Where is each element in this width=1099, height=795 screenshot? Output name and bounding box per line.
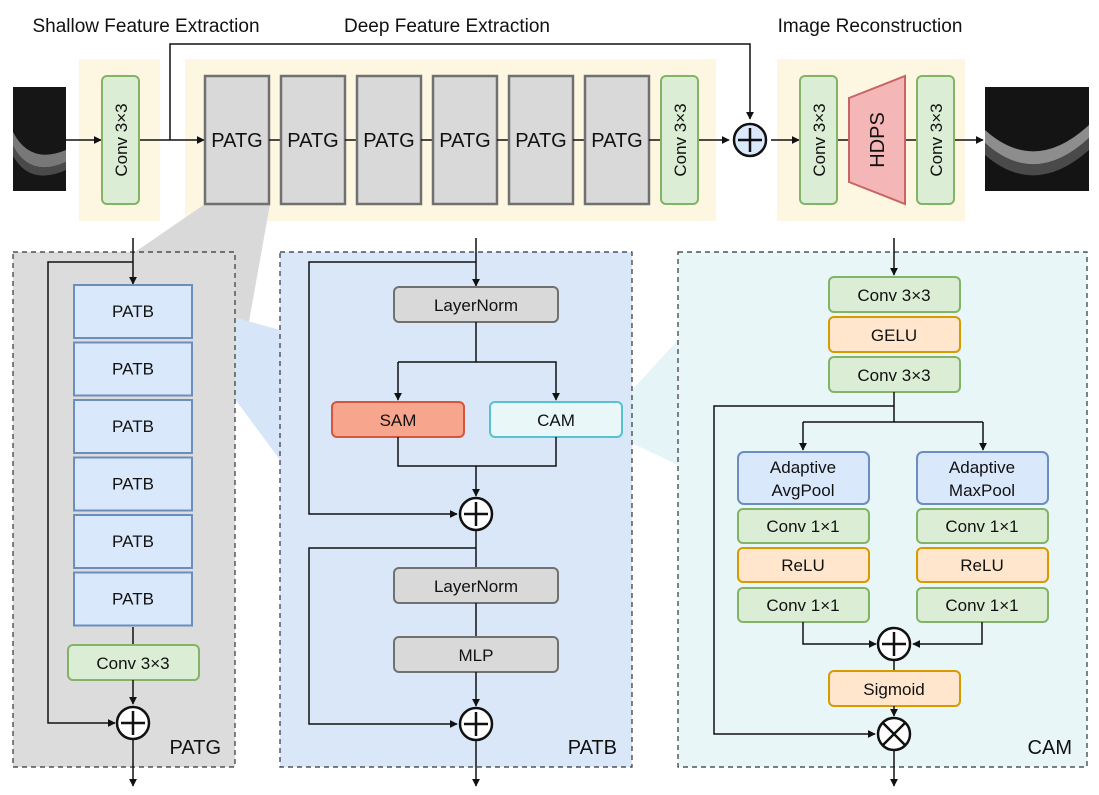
patb-block-5 (73, 514, 193, 569)
recon-conv-1-block (799, 75, 838, 205)
conv1-l2-label: Conv 1×1 (766, 596, 839, 615)
cam-right-to-add (912, 622, 983, 648)
patg-skip (47, 261, 133, 727)
sigmoid-label: Sigmoid (863, 680, 924, 699)
patb-stack: PATB PATB PATB PATB PATB PATB (73, 284, 193, 627)
shallow-title: Shallow Feature Extraction (32, 16, 259, 37)
cam-panel-title: CAM (1028, 737, 1072, 759)
patb-block-1 (73, 284, 193, 339)
patb-panel-title: PATB (568, 737, 617, 759)
conv1-r2-label: Conv 1×1 (945, 596, 1018, 615)
conv1-l1-label: Conv 1×1 (766, 517, 839, 536)
deep-conv-label: Conv 3×3 (671, 103, 690, 176)
cam-conv-b-label: Conv 3×3 (857, 366, 930, 385)
shallow-conv-block (101, 75, 140, 205)
patg-block-label-1: PATG (211, 130, 262, 152)
input-oct-image (13, 87, 66, 191)
gelu-block (828, 316, 961, 353)
patb-block-label-2: PATB (112, 360, 154, 379)
relu-r-block (916, 547, 1049, 583)
patg-block-label-5: PATG (515, 130, 566, 152)
patg-block-label-4: PATG (439, 130, 490, 152)
patb-block-6 (73, 571, 193, 627)
patb-block-3 (73, 399, 193, 454)
patb-block-label-3: PATB (112, 417, 154, 436)
recon-conv-2-label: Conv 3×3 (927, 103, 946, 176)
cam-multiply-icon (876, 716, 912, 752)
cam-conv-a-block (828, 276, 961, 313)
recon-conv-1-label: Conv 3×3 (810, 103, 829, 176)
avgpool-block (737, 451, 870, 505)
deep-conv-block (660, 75, 699, 205)
patb-merge (397, 437, 557, 467)
conv1-l1-block (737, 508, 870, 544)
patb-block-label-6: PATB (112, 590, 154, 609)
patb-block-4 (73, 456, 193, 512)
mlp-label: MLP (459, 646, 494, 665)
patg-block-2 (279, 74, 347, 206)
patg-block-label-2: PATG (287, 130, 338, 152)
shallow-conv-label: Conv 3×3 (112, 103, 131, 176)
global-skip-connection (169, 43, 754, 140)
recon-title: Image Reconstruction (778, 16, 963, 37)
avgpool-label-2: AvgPool (771, 481, 834, 500)
patg-add-icon (115, 705, 151, 741)
patb-layernorm-1-label: LayerNorm (434, 296, 518, 315)
patb-layernorm-2-label: LayerNorm (434, 577, 518, 596)
relu-l-block (737, 547, 870, 583)
patb-block-label-1: PATB (112, 302, 154, 321)
patg-block-1 (203, 74, 271, 206)
avgpool-label-1: Adaptive (770, 458, 836, 477)
patg-panel-title: PATG (170, 737, 221, 759)
patg-block-label-3: PATG (363, 130, 414, 152)
patg-block-label-6: PATG (591, 130, 642, 152)
relu-l-label: ReLU (781, 556, 824, 575)
output-oct-image (985, 87, 1089, 191)
maxpool-label-2: MaxPool (949, 481, 1015, 500)
deep-title: Deep Feature Extraction (344, 16, 550, 37)
patb-skip-1 (308, 261, 476, 518)
conv1-r1-block (916, 508, 1049, 544)
patg-block-4 (431, 74, 499, 206)
patb-add-2-icon (458, 706, 494, 742)
patg-conv-label: Conv 3×3 (96, 654, 169, 673)
zoom-wedge-cam (621, 340, 678, 465)
patb-to-cam (476, 361, 560, 401)
patg-block-5 (507, 74, 575, 206)
sam-label: SAM (380, 411, 417, 430)
cam-left-to-add (802, 622, 877, 648)
patb-add-1-icon (458, 496, 494, 532)
relu-r-label: ReLU (960, 556, 1003, 575)
global-add-icon (732, 122, 768, 158)
cam-add-icon (876, 626, 912, 662)
cam-skip (713, 405, 894, 738)
maxpool-block (916, 451, 1049, 505)
patb-block-label-5: PATB (112, 532, 154, 551)
conv1-r1-label: Conv 1×1 (945, 517, 1018, 536)
patb-panel (279, 251, 633, 768)
patg-row: PATG PATG PATG PATG PATG PATG (203, 74, 661, 206)
patb-skip-2 (308, 547, 476, 728)
patb-block-2 (73, 341, 193, 397)
hdps-block (848, 74, 906, 206)
cam-label: CAM (537, 411, 575, 430)
cam-conv-a-label: Conv 3×3 (857, 286, 930, 305)
hdps-label: HDPS (867, 112, 889, 168)
gelu-label: GELU (871, 326, 917, 345)
patg-block-3 (355, 74, 423, 206)
patb-block-label-4: PATB (112, 475, 154, 494)
maxpool-label-1: Adaptive (949, 458, 1015, 477)
recon-conv-2-block (916, 75, 955, 205)
